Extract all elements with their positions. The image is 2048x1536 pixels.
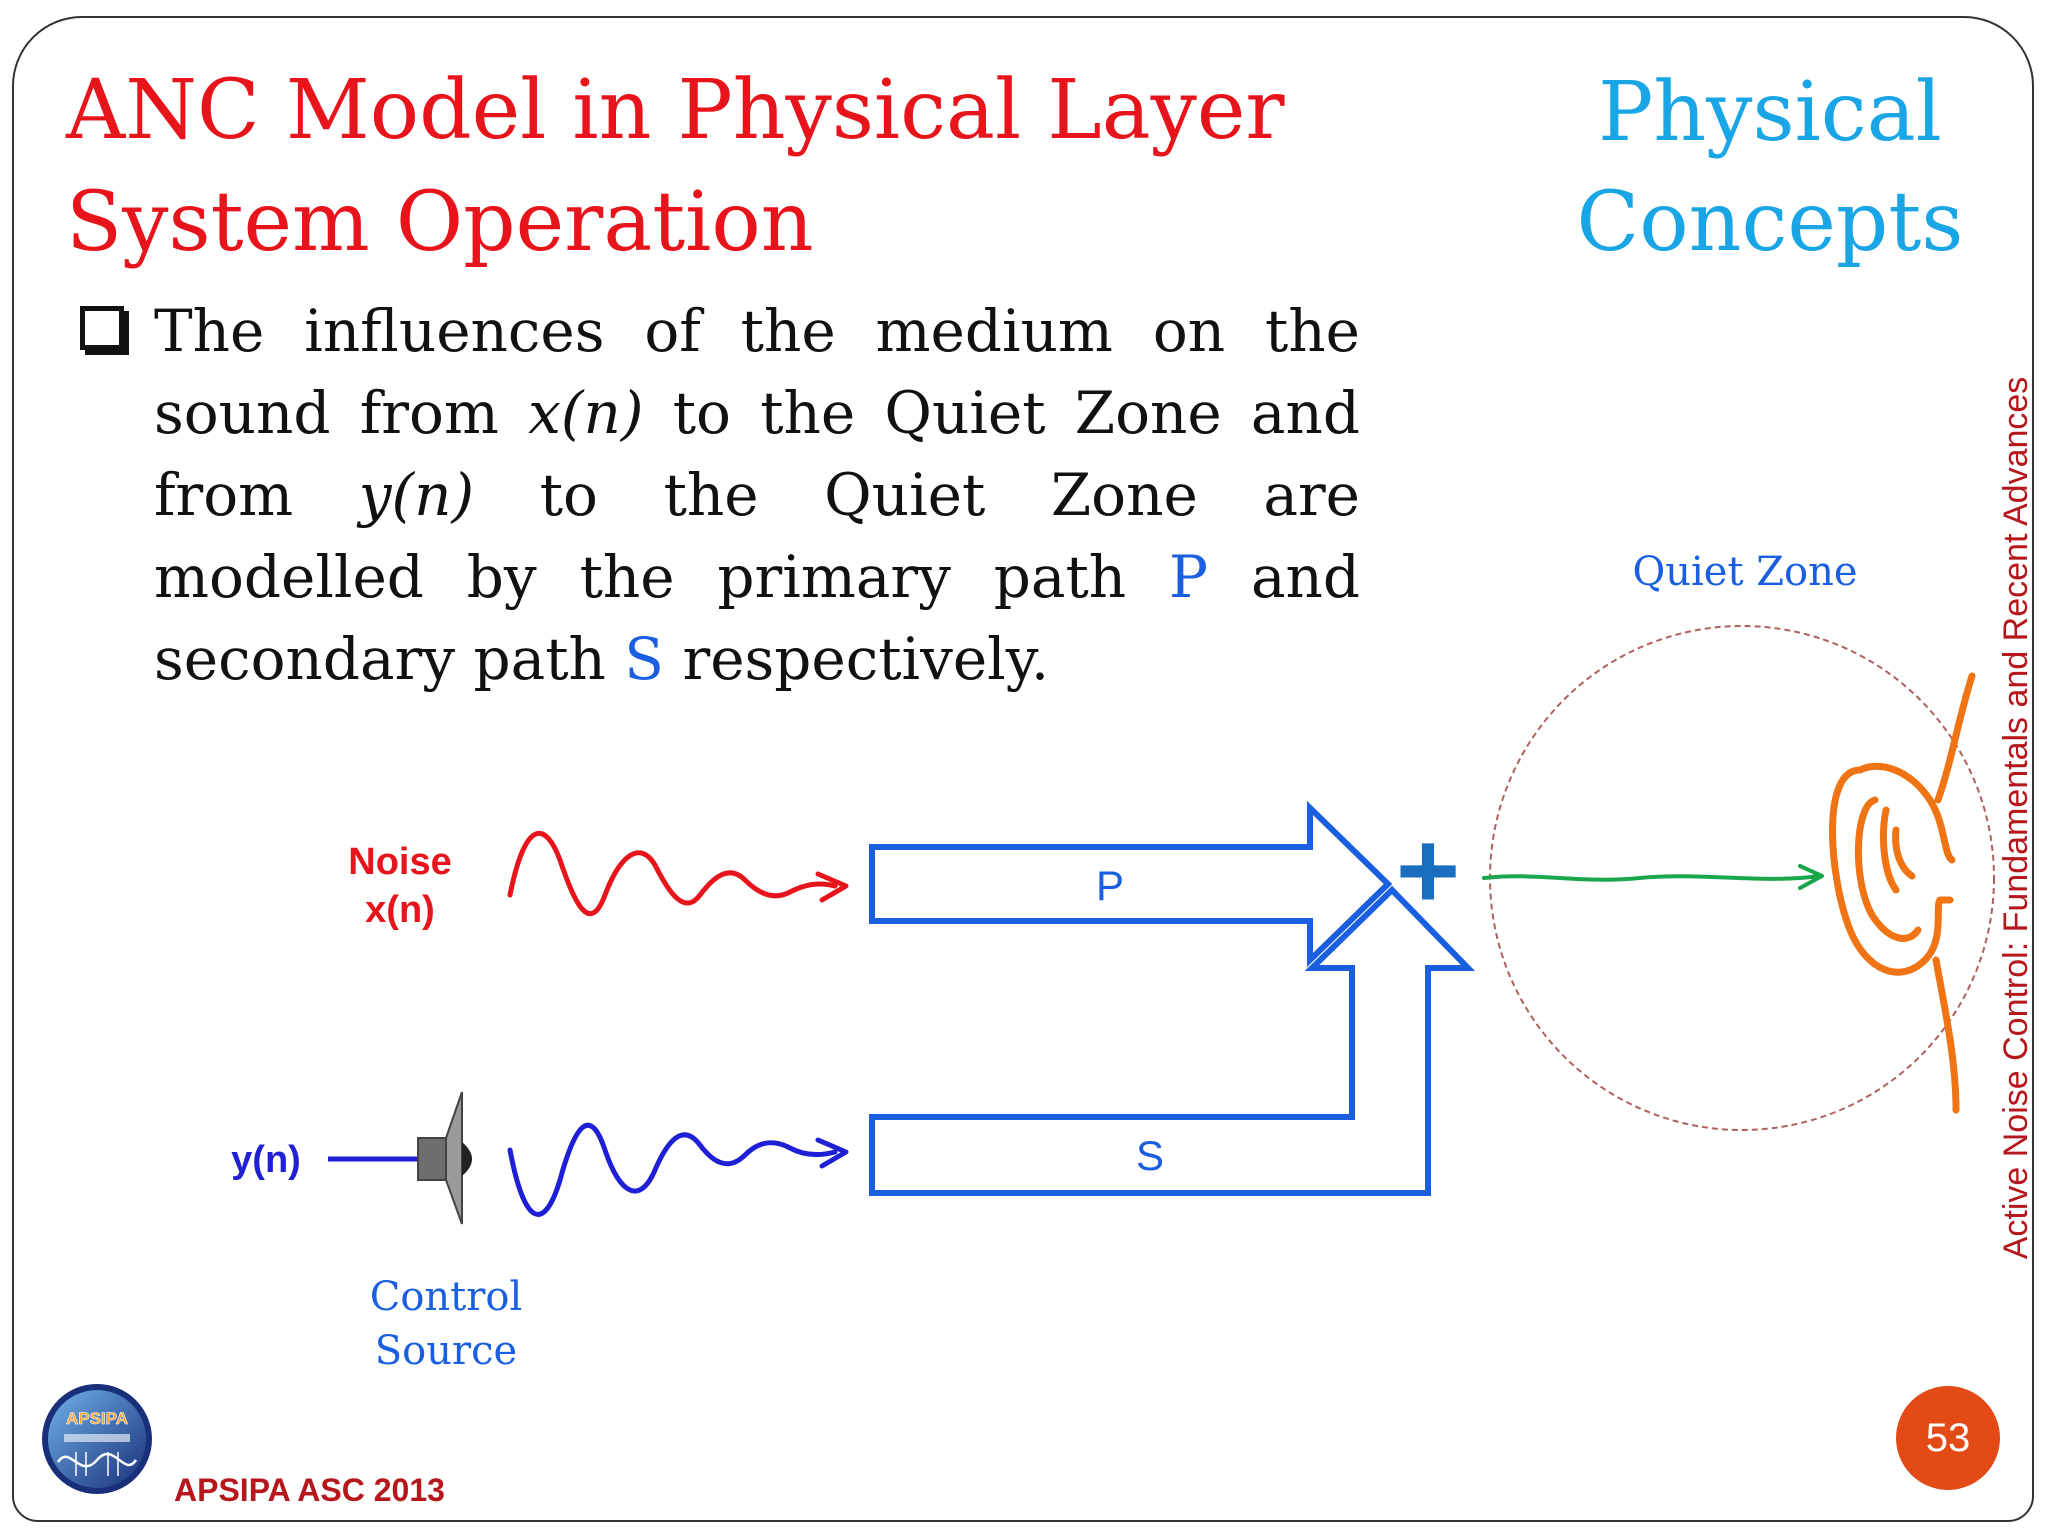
control-source-label-line2: Source bbox=[375, 1328, 517, 1374]
noise-arrowhead-icon bbox=[815, 871, 849, 903]
page-number-badge: 53 bbox=[1896, 1386, 2000, 1490]
side-label: Active Noise Control: Fundamentals and R… bbox=[1997, 376, 2035, 1260]
noise-wave bbox=[507, 830, 838, 917]
control-input-label: y(n) bbox=[231, 1139, 301, 1181]
residual-wave bbox=[1482, 874, 1822, 882]
ear-icon bbox=[1829, 672, 1976, 1114]
x-variable: x(n) bbox=[528, 379, 644, 447]
bullet-text-part: to the Quiet Zone and from bbox=[154, 379, 1360, 529]
loudspeaker-icon bbox=[417, 1091, 472, 1225]
secondary-path-symbol: S bbox=[624, 625, 665, 693]
quiet-zone-label: Quiet Zone bbox=[1632, 549, 1857, 595]
slide-frame bbox=[12, 16, 2034, 1522]
residual-arrowhead-icon bbox=[1798, 864, 1824, 890]
bullet-text-part: The influences of the medium on the soun… bbox=[154, 297, 1360, 447]
primary-path-arrow bbox=[869, 800, 1393, 968]
slide-title: ANC Model in Physical Layer bbox=[66, 63, 1285, 158]
logo-text: APSIPA bbox=[66, 1409, 128, 1428]
noise-signal-label: x(n) bbox=[365, 889, 435, 931]
y-variable: y(n) bbox=[358, 461, 475, 529]
conference-label: APSIPA ASC 2013 bbox=[174, 1472, 445, 1508]
sum-junction-icon: + bbox=[1396, 809, 1460, 932]
section-title-line1: Physical bbox=[1598, 65, 1942, 160]
noise-label: Noise bbox=[348, 841, 451, 883]
bullet-square-icon bbox=[80, 306, 124, 350]
apsipa-logo: APSIPA bbox=[42, 1384, 152, 1494]
control-arrowhead-icon bbox=[815, 1137, 849, 1169]
bullet-text-part: and secondary path bbox=[154, 543, 1361, 693]
primary-path-label: P bbox=[1096, 862, 1124, 909]
primary-path-symbol: P bbox=[1169, 543, 1209, 611]
slide-subtitle: System Operation bbox=[66, 175, 814, 270]
section-title: Physical Concepts bbox=[1540, 58, 2000, 278]
control-wave bbox=[507, 1122, 838, 1217]
control-source-label: Control bbox=[370, 1274, 523, 1320]
secondary-path-label: S bbox=[1136, 1132, 1164, 1179]
secondary-path-arrow bbox=[869, 885, 1476, 1196]
bullet-text: The influences of the medium on the soun… bbox=[154, 290, 1360, 700]
bullet-text-part: to the Quiet Zone are modelled by the pr… bbox=[154, 461, 1361, 611]
bullet-text-part: respectively. bbox=[664, 625, 1050, 693]
section-title-line2: Concepts bbox=[1576, 175, 1964, 270]
